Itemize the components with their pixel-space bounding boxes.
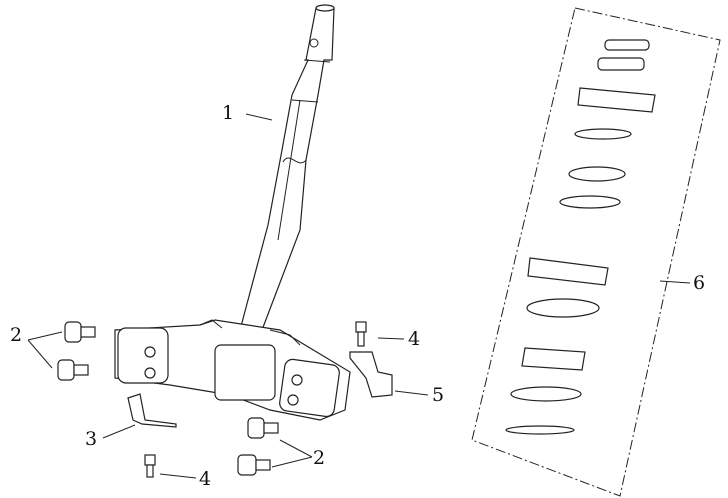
clip — [127, 393, 177, 428]
callout-bearing-kit: 6 — [693, 272, 706, 294]
steering-stem — [239, 4, 335, 331]
callout-screw-right: 4 — [408, 328, 421, 350]
leader-lines — [27, 113, 691, 479]
callout-screw-bottom: 4 — [199, 468, 212, 490]
callout-bolts-lower-right: 2 — [313, 447, 326, 469]
bracket — [349, 351, 393, 398]
screws — [144, 321, 367, 478]
callout-bolts-upper-left: 2 — [10, 324, 23, 346]
bearing-parts — [505, 39, 656, 435]
triple-clamp — [114, 319, 351, 421]
callout-bracket: 5 — [432, 384, 445, 406]
bolts — [57, 321, 279, 476]
callout-clip: 3 — [85, 428, 98, 450]
callout-stem: 1 — [222, 102, 235, 124]
